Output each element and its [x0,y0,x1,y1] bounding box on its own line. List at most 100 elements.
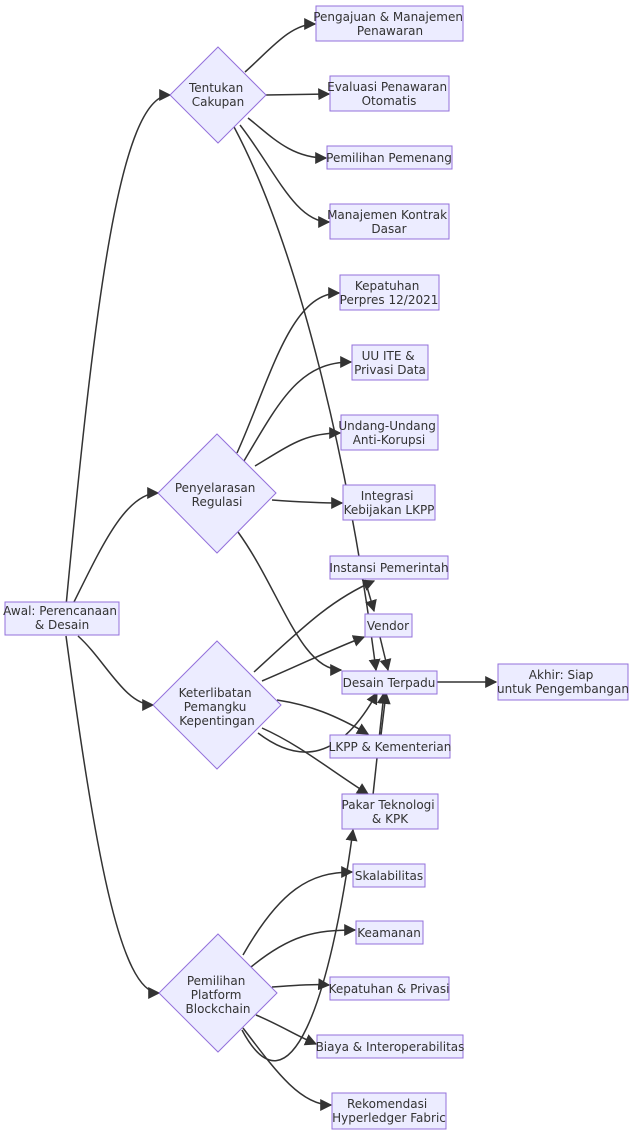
node-start-box [4,601,120,636]
node-p5: Rekomendasi Hyperledger Fabric [331,1092,447,1130]
node-s3-label: Pemilihan Pemenang [326,151,452,165]
edge-stake-design [257,691,378,753]
node-s1: Pengajuan & Manajemen Penawaran [313,5,467,42]
edge-reg-design [237,531,343,676]
node-r4: Integrasi Kebijakan LKPP [342,484,436,521]
node-p1: Skalabilitas [352,863,426,888]
nodes: Awal: Perencanaan & Desain Tentukan Caku… [3,5,629,1130]
node-r3-label: Undang-Undang Anti-Korupsi [338,419,439,447]
node-k2-label: Vendor [367,619,409,633]
node-k3-label: LKPP & Kementerian [329,740,452,754]
edge-stake-k3 [276,699,370,735]
node-k4-label: Pakar Teknologi & KPK [342,798,439,826]
node-k1-label: Instansi Pemerintah [329,561,448,575]
node-r3-box [340,414,439,451]
node-reg-diamond [157,433,277,554]
node-r1-label: Kepatuhan Perpres 12/2021 [340,279,439,307]
node-p5-label: Rekomendasi Hyperledger Fabric [332,1097,446,1125]
node-end-label: Akhir: Siap untuk Pengembangan [497,668,629,696]
node-end-box [497,663,629,701]
node-p2-label: Keamanan [357,926,421,940]
edge-plat-p1 [242,866,354,956]
node-r1-box [339,274,440,311]
node-s4-label: Manajemen Kontrak Dasar [327,208,451,236]
edge-plat-p5 [242,1027,333,1111]
node-k2-box [364,613,413,638]
node-s1-label: Pengajuan & Manajemen Penawaran [313,10,467,38]
node-p3-box [329,976,450,1001]
node-k3: LKPP & Kementerian [329,734,452,759]
node-r2-label: UU ITE & Privasi Data [354,349,426,377]
node-reg: Penyelarasan Regulasi [157,433,277,554]
node-s2: Evaluasi Penawaran Otomatis [327,75,451,112]
node-scope-label: Tentukan Cakupan [188,81,247,109]
edge-start-stake [77,635,155,711]
node-start: Awal: Perencanaan & Desain [3,601,121,636]
node-r4-box [342,484,436,521]
edge-start-reg [71,487,160,607]
edge-k2-design [379,636,392,672]
node-plat-label: Pemilihan Platform Blockchain [186,974,251,1016]
edge-plat-p4 [255,1014,318,1046]
edge-reg-r2 [243,356,353,462]
edges [65,18,498,1111]
node-stake-diamond [152,640,282,770]
node-plat: Pemilihan Platform Blockchain [158,933,278,1053]
edge-scope-s2 [265,88,331,101]
node-s1-box [315,5,464,42]
node-stake-label: Keterlibatan Pemangku Kepentingan [179,686,256,728]
node-p4: Biaya & Interoperabilitas [316,1034,465,1059]
node-p2: Keamanan [355,920,424,945]
node-p3: Kepatuhan & Privasi [329,976,450,1001]
node-scope: Tentukan Cakupan [169,46,267,144]
node-r2-box [351,344,429,381]
node-s2-label: Evaluasi Penawaran Otomatis [327,80,451,108]
node-stake: Keterlibatan Pemangku Kepentingan [152,640,282,770]
node-p4-label: Biaya & Interoperabilitas [316,1040,465,1054]
edge-reg-r4 [271,496,344,509]
node-s3-box [326,145,453,170]
edge-k1-design [364,579,377,613]
node-k4: Pakar Teknologi & KPK [341,793,439,830]
node-design: Desain Terpadu [341,670,438,695]
node-p2-box [355,920,424,945]
edge-scope-s1 [244,18,317,73]
node-k3-box [329,734,451,759]
node-plat-diamond [158,933,278,1053]
edge-reg-r1 [236,287,341,454]
edge-start-plat [65,635,161,999]
node-s3: Pemilihan Pemenang [326,145,453,170]
node-end: Akhir: Siap untuk Pengembangan [497,663,629,701]
node-scope-diamond [169,46,267,144]
node-r2: UU ITE & Privasi Data [351,344,429,381]
edge-stake-k2 [261,635,366,682]
edge-scope-s3 [247,117,328,164]
node-k1-box [329,555,449,580]
node-r4-label: Integrasi Kebijakan LKPP [344,489,435,517]
node-p1-label: Skalabilitas [355,869,423,883]
node-r3: Undang-Undang Anti-Korupsi [338,414,439,451]
node-p5-box [331,1092,447,1130]
node-k1: Instansi Pemerintah [329,555,449,580]
edge-stake-k1 [253,579,376,673]
node-r1: Kepatuhan Perpres 12/2021 [339,274,440,311]
edge-start-scope [65,89,172,607]
edge-plat-design [241,828,358,1062]
node-p1-box [352,863,426,888]
node-design-label: Desain Terpadu [343,676,436,690]
edge-plat-p2 [250,924,357,968]
node-start-label: Awal: Perencanaan & Desain [3,604,121,632]
node-s4-box [329,203,450,240]
node-p4-box [316,1034,464,1059]
node-s4: Manajemen Kontrak Dasar [327,203,451,240]
node-k4-box [341,793,439,830]
node-design-box [341,670,438,695]
node-k2: Vendor [364,613,413,638]
node-p3-label: Kepatuhan & Privasi [329,982,450,996]
edge-reg-r3 [254,427,342,467]
node-reg-label: Penyelarasan Regulasi [175,481,259,509]
edge-plat-p3 [271,978,331,991]
node-s2-box [329,75,450,112]
edge-stake-k4 [261,727,370,795]
